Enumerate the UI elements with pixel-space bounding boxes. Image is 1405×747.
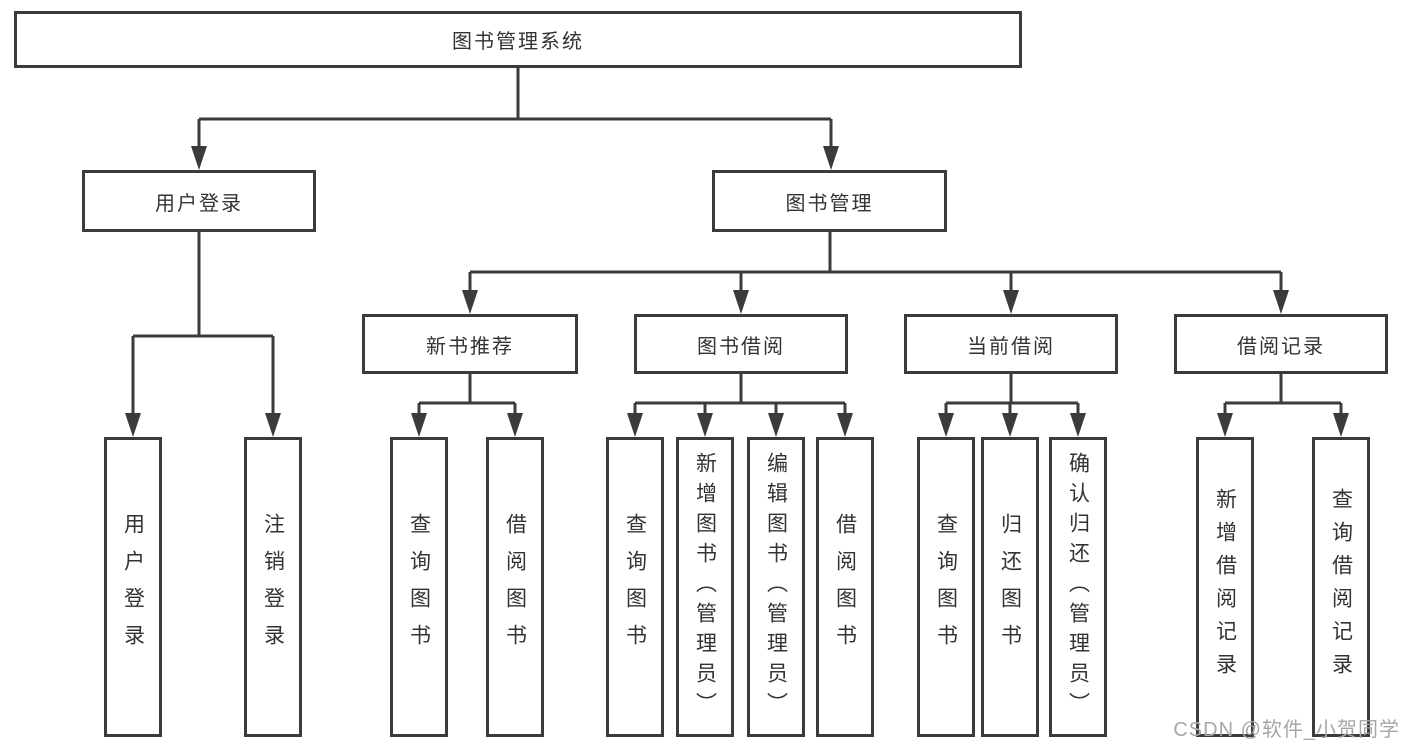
- node-new-book-recommendation: 新书推荐: [362, 314, 578, 374]
- leaf-borrow-edit-books-admin: 编辑图书（管理员）: [747, 437, 805, 737]
- arrowhead: [1273, 290, 1289, 314]
- leaf-records-add-record: 新增借阅记录: [1196, 437, 1254, 737]
- arrowhead: [697, 413, 713, 437]
- arrowhead: [507, 413, 523, 437]
- node-borrowing-records: 借阅记录: [1174, 314, 1388, 374]
- leaf-records-query-record: 查询借阅记录: [1312, 437, 1370, 737]
- connector-book-borrow-to-leaves: [633, 374, 847, 417]
- arrowhead: [1217, 413, 1233, 437]
- arrowhead: [1003, 290, 1019, 314]
- connector-current-borrow-to-leaves: [944, 374, 1080, 417]
- leaf-recommend-query-books: 查询图书: [390, 437, 448, 737]
- arrowhead: [733, 290, 749, 314]
- arrowhead: [125, 413, 141, 437]
- leaf-borrow-add-books-admin: 新增图书（管理员）: [676, 437, 734, 737]
- arrowhead: [1333, 413, 1349, 437]
- leaf-recommend-borrow-books: 借阅图书: [486, 437, 544, 737]
- arrowheads: [125, 146, 1349, 437]
- arrowhead: [1002, 413, 1018, 437]
- arrowhead: [265, 413, 281, 437]
- leaf-borrow-query-books: 查询图书: [606, 437, 664, 737]
- connector-user-login-to-leaves: [131, 232, 275, 417]
- node-user-login: 用户登录: [82, 170, 316, 232]
- arrowhead: [938, 413, 954, 437]
- arrowhead: [191, 146, 207, 170]
- arrowhead: [823, 146, 839, 170]
- csdn-watermark: CSDN @软件_小贺同学: [1173, 719, 1400, 741]
- leaf-current-confirm-return-admin: 确认归还（管理员）: [1049, 437, 1107, 737]
- arrowhead: [837, 413, 853, 437]
- node-root-system: 图书管理系统: [14, 11, 1022, 68]
- arrowhead: [768, 413, 784, 437]
- node-book-borrowing: 图书借阅: [634, 314, 848, 374]
- node-current-borrowing: 当前借阅: [904, 314, 1118, 374]
- arrowhead: [627, 413, 643, 437]
- connector-root-to-level2: [197, 68, 833, 150]
- arrowhead: [1070, 413, 1086, 437]
- connector-new-book-to-leaves: [417, 374, 517, 417]
- arrowhead: [411, 413, 427, 437]
- leaf-current-return-books: 归还图书: [981, 437, 1039, 737]
- leaf-borrow-borrow-books: 借阅图书: [816, 437, 874, 737]
- node-book-management: 图书管理: [712, 170, 947, 232]
- leaf-current-query-books: 查询图书: [917, 437, 975, 737]
- connector-book-management-to-level3: [468, 232, 1283, 294]
- connector-records-to-leaves: [1223, 374, 1343, 417]
- arrowhead: [462, 290, 478, 314]
- leaf-logout: 注销登录: [244, 437, 302, 737]
- leaf-user-login: 用户登录: [104, 437, 162, 737]
